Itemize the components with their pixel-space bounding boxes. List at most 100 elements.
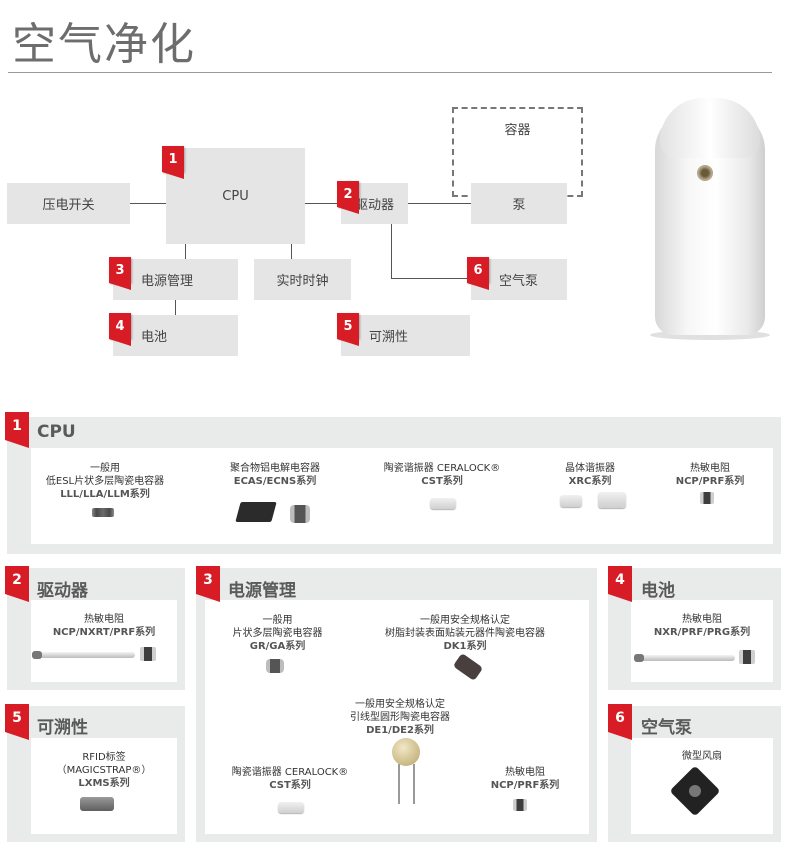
product-series: XRC系列 bbox=[568, 476, 612, 487]
product-name: 陶瓷谐振器 CERALOCK® bbox=[231, 767, 349, 778]
product-series: CST系列 bbox=[269, 780, 311, 791]
dispenser-nozzle bbox=[697, 165, 713, 181]
product-series: CST系列 bbox=[421, 476, 463, 487]
title-divider bbox=[8, 72, 772, 73]
diagram-badge-4: 4 bbox=[109, 313, 131, 346]
block-traceability: 可溯性 bbox=[341, 315, 470, 356]
section-badge-4: 4 bbox=[608, 566, 632, 602]
product-series: LLL/LLA/LLM系列 bbox=[60, 489, 150, 500]
product-name: 陶瓷谐振器 CERALOCK® bbox=[383, 463, 501, 474]
section-title-power: 电源管理 bbox=[228, 581, 296, 601]
section-cpu-content bbox=[31, 448, 773, 544]
connector-cpu-rtc bbox=[291, 243, 292, 259]
page-title: 空气净化 bbox=[12, 19, 196, 70]
product-thermistor-power: 热敏电阻 NCP/PRF系列 bbox=[475, 766, 575, 792]
product-series: ECAS/ECNS系列 bbox=[233, 476, 317, 487]
product-thermistor-cpu: 热敏电阻 NCP/PRF系列 bbox=[660, 462, 760, 488]
thermistor-chip-image bbox=[513, 799, 527, 811]
thermistor-chip-image bbox=[140, 647, 156, 661]
product-name: 一般用 bbox=[90, 463, 120, 474]
product-crystal-xrc: 晶体谐振器 XRC系列 bbox=[540, 462, 640, 488]
product-name: 聚合物铝电解电容器 bbox=[230, 463, 320, 474]
section-power-content bbox=[205, 600, 589, 834]
section-battery-content bbox=[631, 600, 773, 682]
product-name: 热敏电阻 bbox=[682, 614, 722, 625]
section-traceability-content bbox=[31, 738, 177, 834]
product-micro-fan: 微型风扇 bbox=[631, 750, 773, 763]
section-title-air-pump: 空气泵 bbox=[641, 718, 692, 738]
diagram-badge-2: 2 bbox=[337, 181, 359, 214]
section-badge-6: 6 bbox=[608, 704, 632, 740]
product-name-2: （MAGICSTRAP®） bbox=[56, 765, 152, 776]
product-rfid-magicstrap: RFID标签 （MAGICSTRAP®） LXMS系列 bbox=[31, 751, 177, 790]
section-title-cpu: CPU bbox=[37, 422, 76, 442]
block-rtc: 实时时钟 bbox=[254, 259, 351, 300]
product-name: 热敏电阻 bbox=[690, 463, 730, 474]
diagram-badge-6: 6 bbox=[467, 257, 489, 290]
product-de1-de2: 一般用安全规格认定 引线型圆形陶瓷电容器 DE1/DE2系列 bbox=[330, 698, 470, 737]
product-dk1: 一般用安全规格认定 树脂封装表面贴装元器件陶瓷电容器 DK1系列 bbox=[370, 614, 560, 653]
connector-power-battery bbox=[175, 299, 176, 315]
product-series: NCP/PRF系列 bbox=[490, 780, 560, 791]
product-name-2: 树脂封装表面贴装元器件陶瓷电容器 bbox=[385, 628, 545, 639]
product-name-2: 片状多层陶瓷电容器 bbox=[232, 628, 323, 639]
product-name: 热敏电阻 bbox=[505, 767, 545, 778]
dispenser-cap bbox=[660, 98, 760, 158]
product-name: 一般用安全规格认定 bbox=[355, 699, 445, 710]
connector-switch-cpu bbox=[130, 203, 166, 204]
product-ceralock-cst: 陶瓷谐振器 CERALOCK® CST系列 bbox=[372, 462, 512, 488]
product-series: LXMS系列 bbox=[78, 778, 130, 789]
ceralock-resonator-image bbox=[430, 498, 456, 509]
block-cpu: CPU bbox=[166, 148, 305, 244]
container-label: 容器 bbox=[504, 123, 531, 138]
section-driver-content bbox=[31, 600, 177, 682]
product-name-2: 低ESL片状多层陶瓷电容器 bbox=[45, 476, 165, 487]
section-badge-1: 1 bbox=[5, 412, 29, 448]
section-badge-5: 5 bbox=[5, 704, 29, 740]
thermistor-probe-image bbox=[35, 652, 135, 658]
connector-cpu-driver bbox=[305, 203, 341, 204]
product-thermistor-driver: 热敏电阻 NCP/NXRT/PRF系列 bbox=[31, 613, 177, 639]
diagram-badge-5: 5 bbox=[337, 313, 359, 346]
product-name: 热敏电阻 bbox=[84, 614, 124, 625]
ceralock-resonator-image bbox=[278, 802, 304, 813]
crystal-resonator-image-large bbox=[598, 492, 626, 508]
disc-capacitor-image bbox=[392, 738, 420, 766]
product-lll-mlcc: 一般用 低ESL片状多层陶瓷电容器 LLL/LLA/LLM系列 bbox=[35, 462, 175, 501]
block-power-management: 电源管理 bbox=[113, 259, 238, 300]
diagram-badge-3: 3 bbox=[109, 257, 131, 290]
connector-driver-airpump-v bbox=[391, 224, 392, 278]
product-name: 晶体谐振器 bbox=[565, 463, 615, 474]
product-series: DE1/DE2系列 bbox=[366, 725, 434, 736]
thermistor-probe-tip bbox=[634, 654, 644, 662]
thermistor-probe-image bbox=[637, 655, 735, 661]
product-name: RFID标签 bbox=[82, 752, 126, 763]
section-title-driver: 驱动器 bbox=[37, 581, 88, 601]
product-gr-mlcc: 一般用 片状多层陶瓷电容器 GR/GA系列 bbox=[220, 614, 335, 653]
product-name-2: 引线型圆形陶瓷电容器 bbox=[350, 712, 450, 723]
connector-driver-pump bbox=[408, 203, 471, 204]
dispenser-shadow bbox=[650, 330, 770, 340]
connector-cpu-power bbox=[185, 243, 186, 259]
product-series: DK1系列 bbox=[443, 641, 487, 652]
product-series: NCP/NXRT/PRF系列 bbox=[52, 627, 156, 638]
disc-capacitor-lead-left bbox=[398, 764, 400, 804]
polymer-cap-image bbox=[235, 502, 277, 522]
diagram-badge-1: 1 bbox=[162, 146, 184, 179]
mlcc-chip-image bbox=[92, 508, 114, 517]
product-series: NCP/PRF系列 bbox=[675, 476, 745, 487]
connector-driver-airpump-h bbox=[391, 278, 470, 279]
section-badge-2: 2 bbox=[5, 566, 29, 602]
product-name: 微型风扇 bbox=[682, 751, 722, 762]
block-battery: 电池 bbox=[113, 315, 238, 356]
disc-capacitor-lead-right bbox=[413, 764, 415, 804]
fan-hub bbox=[686, 782, 704, 800]
crystal-resonator-image-small bbox=[560, 495, 582, 507]
block-pump: 泵 bbox=[471, 183, 567, 224]
polymer-cap-cylinder-image bbox=[290, 505, 310, 523]
product-polymer-aluminum-cap: 聚合物铝电解电容器 ECAS/ECNS系列 bbox=[210, 462, 340, 488]
section-badge-3: 3 bbox=[196, 566, 220, 602]
block-piezo-switch: 压电开关 bbox=[7, 183, 130, 224]
thermistor-chip-image bbox=[700, 492, 714, 504]
product-series: NXR/PRF/PRG系列 bbox=[653, 627, 751, 638]
